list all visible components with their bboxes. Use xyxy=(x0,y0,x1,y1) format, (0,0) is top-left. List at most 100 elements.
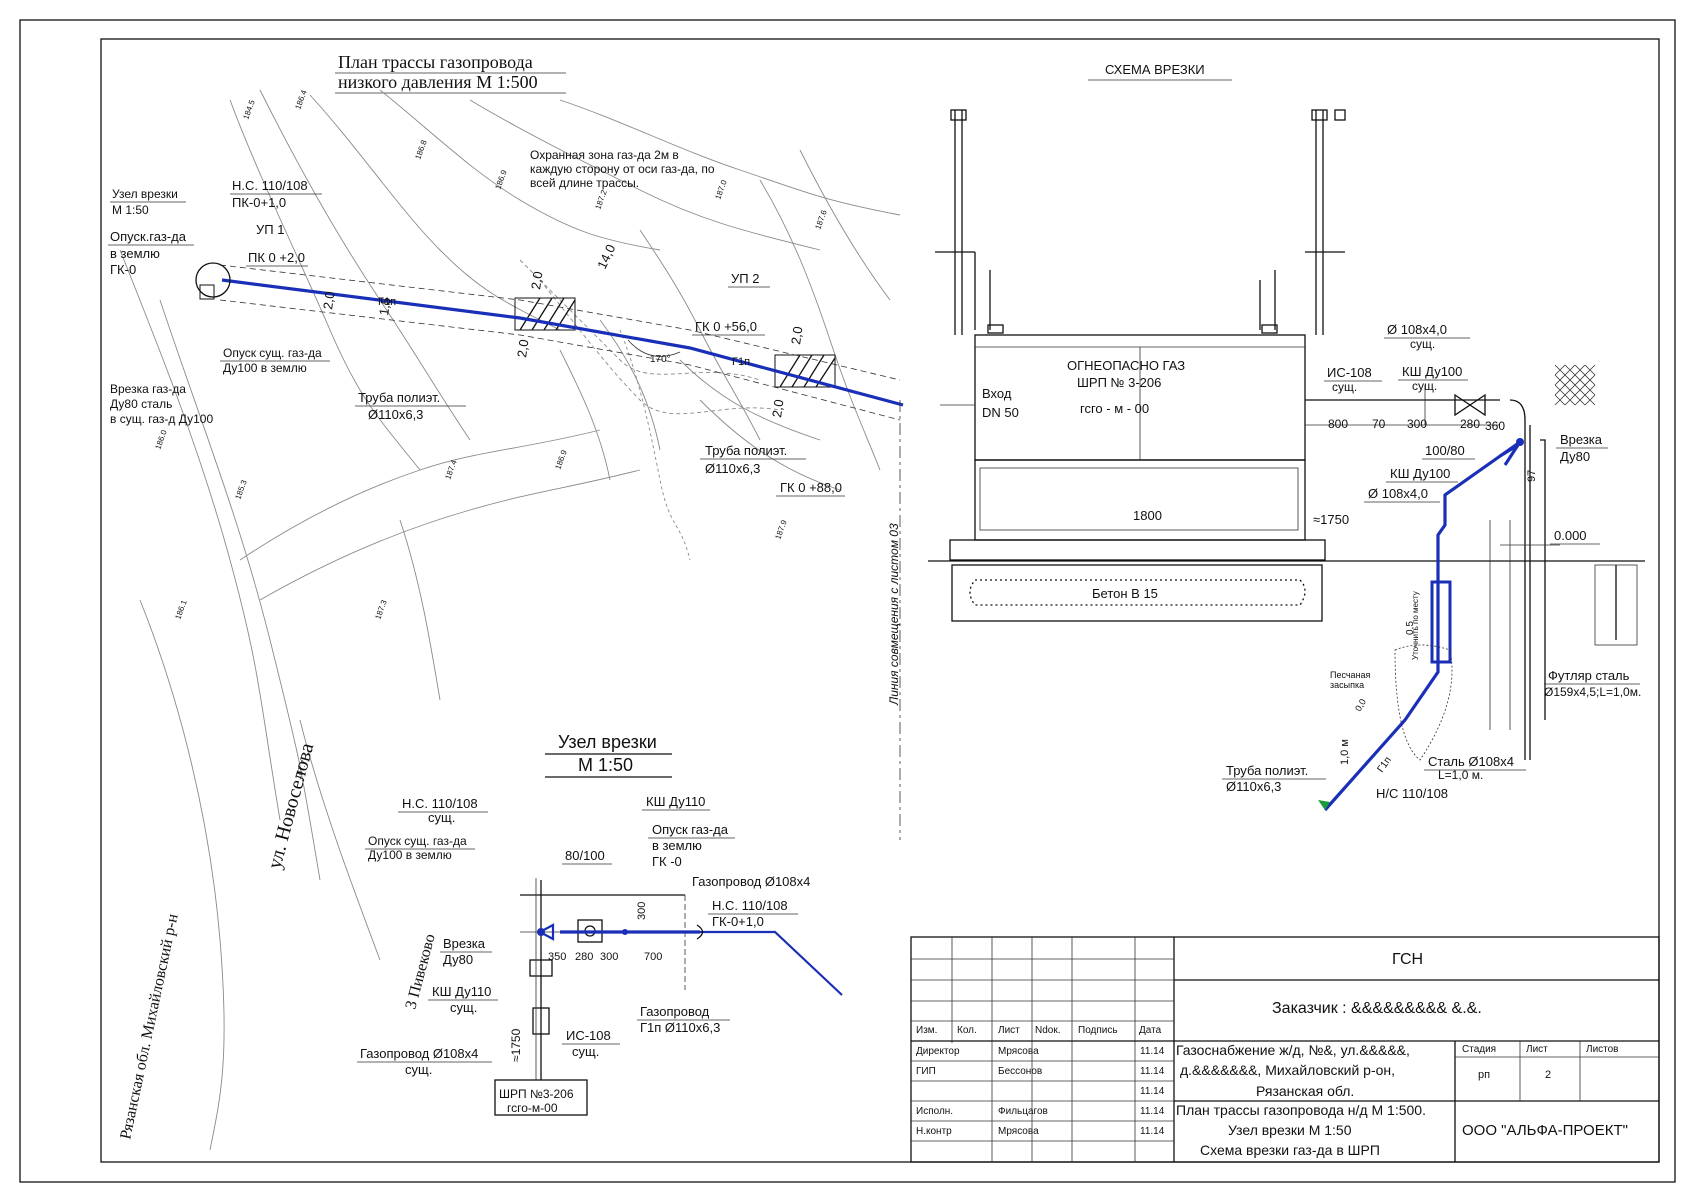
uzel-title1: Узел врезки xyxy=(558,732,657,752)
g1n-label-b: Г1п xyxy=(732,356,750,368)
scheme-dn: DN 50 xyxy=(982,405,1019,420)
tb-row4-name: Мрясова xyxy=(998,1126,1039,1137)
uzel-dim280: 280 xyxy=(575,951,593,963)
svg-text:186.4: 186.4 xyxy=(293,88,308,110)
pk88-label: ГК 0 +88,0 xyxy=(780,480,842,495)
plan-title-line2: низкого давления М 1:500 xyxy=(338,72,538,92)
uzel-circle xyxy=(195,262,231,298)
scheme-zero: 0.000 xyxy=(1554,528,1587,543)
up2-label: УП 2 xyxy=(731,271,759,286)
uzel-shrp2: гсго-м-00 xyxy=(507,1101,558,1115)
uzel-vrezka2: Ду80 xyxy=(443,952,473,967)
dim-20d: 2,0 xyxy=(788,325,805,345)
scheme-pesok2: засыпка xyxy=(1330,680,1364,690)
scheme-dim1750: ≈1750 xyxy=(1313,512,1349,527)
scheme-stal1: Сталь Ø108х4 xyxy=(1428,754,1514,769)
tb-row1-name: Бессонов xyxy=(998,1066,1042,1077)
scheme-ksh100-sub: сущ. xyxy=(1412,379,1437,393)
scheme-title: СХЕМА ВРЕЗКИ xyxy=(1105,62,1205,77)
tb-head-4: Подпись xyxy=(1078,1025,1118,1036)
tb-sheet: 2 xyxy=(1545,1069,1551,1081)
opusk3-label: ГК-0 xyxy=(110,262,136,277)
tb-head-0: Изм. xyxy=(916,1025,937,1036)
scheme-d70: 70 xyxy=(1372,417,1386,431)
scheme-pipe108b: Ø 108х4,0 xyxy=(1368,486,1428,501)
up1-label: УП 1 xyxy=(256,222,284,237)
uzel-ns2: Н.С. 110/108 xyxy=(712,898,788,913)
uzel-gazoprovod3: Газопровод Ø108х4 xyxy=(360,1046,478,1061)
street2-label: 3 Пивеково xyxy=(402,932,438,1011)
pk-02-label: ПК 0 +2,0 xyxy=(248,250,305,265)
uzel-dim700: 700 xyxy=(644,951,662,963)
tb-row4-role: Н.контр xyxy=(916,1126,952,1137)
uzel-shrp1: ШРП №3-206 xyxy=(499,1087,574,1101)
tb-head-5: Дата xyxy=(1139,1025,1162,1036)
uzel-ksh2-sub: сущ. xyxy=(450,1000,477,1015)
scheme-section: СХЕМА ВРЕЗКИ ОГНЕОПАСНО ГАЗ ШРП № 3-206 … xyxy=(928,62,1645,812)
uzel-is108-sub: сущ. xyxy=(572,1044,599,1059)
ns-pk-label: ПК-0+1,0 xyxy=(232,195,286,210)
tb-row0-role: Директор xyxy=(916,1046,960,1057)
tb-sheet-h: Лист xyxy=(1526,1044,1548,1055)
scheme-vrezka: Врезка xyxy=(1560,432,1603,447)
svg-text:187.0: 187.0 xyxy=(713,178,728,200)
scheme-d280: 280 xyxy=(1460,417,1480,431)
pk56-label: ГК 0 +56,0 xyxy=(695,319,757,334)
scheme-d-small: 0,0 xyxy=(1353,697,1368,713)
scheme-ns: Н/С 110/108 xyxy=(1376,786,1448,801)
scheme-d97: 97 xyxy=(1526,470,1538,482)
svg-text:187.6: 187.6 xyxy=(813,208,828,230)
uzel-dim300: 300 xyxy=(636,902,648,920)
uzel-dim1750: ≈1750 xyxy=(509,1028,523,1062)
scheme-truba1: Труба полиэт. xyxy=(1226,763,1308,778)
inner-frame xyxy=(100,38,1660,1163)
vrezka1-label: Врезка газ-да xyxy=(110,382,186,396)
uzel-opusk-gaz2: в землю xyxy=(652,838,702,853)
scheme-vrezka-du: Ду80 xyxy=(1560,449,1590,464)
tb-row0-name: Мрясова xyxy=(998,1046,1039,1057)
tb-row4-date: 11.14 xyxy=(1140,1126,1165,1137)
uzel-gazoprovod1: Газопровод Ø108х4 xyxy=(692,874,810,889)
svg-text:186.0: 186.0 xyxy=(153,428,168,450)
zone-hatch-1 xyxy=(514,297,576,331)
opusk-sush2-label: Ду100 в землю xyxy=(223,361,307,375)
scheme-shrp: ШРП № 3-206 xyxy=(1077,375,1161,390)
dim-15: 1,5 xyxy=(376,296,393,316)
scheme-truba2: Ø110х6,3 xyxy=(1226,779,1281,794)
vrezka3-label: в сущ. газ-д Ду100 xyxy=(110,412,213,426)
uzel-dim350: 350 xyxy=(548,951,566,963)
truba1a-label: Труба полиэт. xyxy=(358,390,440,405)
svg-text:184.5: 184.5 xyxy=(241,98,256,120)
tb-stage: рп xyxy=(1478,1069,1490,1081)
tb-code: ГСН xyxy=(1392,951,1423,968)
tb-row2-date: 11.14 xyxy=(1140,1086,1165,1097)
tb-head-3: Ndок. xyxy=(1035,1025,1061,1036)
tb-row1-role: ГИП xyxy=(916,1066,936,1077)
svg-text:187.2: 187.2 xyxy=(593,188,608,210)
dim-20a: 2,0 xyxy=(320,290,337,310)
scheme-d05: 0,5 xyxy=(1405,621,1416,635)
uzel-gazoprovod2a: Газопровод xyxy=(640,1004,710,1019)
tb-head-1: Кол. xyxy=(957,1025,977,1036)
scheme-d800: 800 xyxy=(1328,417,1348,431)
uzel-ns2-pk: ГК-0+1,0 xyxy=(712,914,764,929)
scheme-futlyar1: Футляр сталь xyxy=(1548,668,1630,683)
svg-text:186.9: 186.9 xyxy=(553,448,568,470)
outer-frame xyxy=(19,19,1676,1183)
dim-20e: 2,0 xyxy=(769,398,786,418)
uzel-dim300b: 300 xyxy=(600,951,618,963)
match-line-label: Линия совмещения с листом 03 xyxy=(887,523,901,706)
scheme-d10: 1,0 м xyxy=(1339,739,1351,765)
uzel-ksh1: КШ Ду110 xyxy=(646,794,705,809)
tb-head-2: Лист xyxy=(998,1025,1020,1036)
street-label: ул. Новоселова xyxy=(264,741,319,872)
zone1-label: Охранная зона газ-да 2м в xyxy=(530,148,679,162)
uzel-gazoprovod3-sub: сущ. xyxy=(405,1062,432,1077)
scheme-pipe108a: Ø 108х4,0 xyxy=(1387,322,1447,337)
district-label: Рязанская обл. Михайловский р-н xyxy=(117,912,182,1141)
uzel-opusk-gaz1: Опуск газ-да xyxy=(652,822,729,837)
scheme-pipe108a-sub: сущ. xyxy=(1410,337,1435,351)
opusk2-label: в землю xyxy=(110,246,160,261)
uzel-section: Узел врезки М 1:50 Н.С. 110/108 сущ. Опу… xyxy=(357,732,843,1116)
